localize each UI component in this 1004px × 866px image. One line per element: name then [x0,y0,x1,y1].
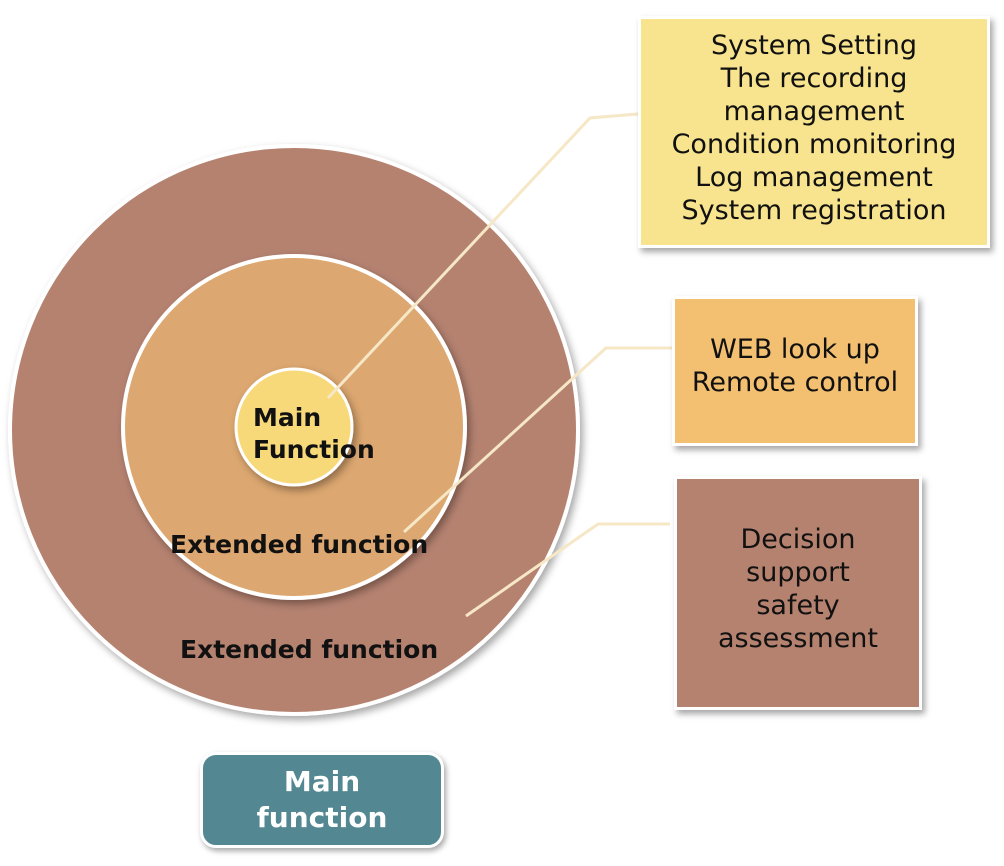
core-circle [234,367,354,487]
callout-item: Log management [695,162,933,193]
callout-item: System registration [681,195,947,226]
main-function-legend-button[interactable]: Main function [200,752,444,848]
callout-item: WEB look up [710,334,880,365]
core-label-line-2: Function [253,435,375,464]
callout-item: assessment [717,623,879,654]
core-connector-line [326,112,639,400]
core-label-line-1: Main [253,403,322,432]
middle-connector-line [402,346,672,534]
callout-item: Decision [740,524,856,555]
callout-item: System Setting [711,30,917,61]
callout-item: management [723,96,905,127]
legend-line: Main [283,765,361,798]
callout-item: support [746,557,850,588]
callout-item: safety [756,590,840,621]
legend-line: function [256,801,388,834]
core-functions-callout: System Setting The recording management … [638,16,990,248]
outer-ring-label: Extended function [180,635,439,664]
outer-functions-callout: Decision support safety assessment [674,476,922,710]
core-label: Main Function [253,402,375,466]
middle-functions-callout: WEB look up Remote control [672,296,918,446]
outer-connector-line [465,522,670,618]
callout-item: Remote control [691,367,899,398]
middle-ring-label: Extended function [170,530,429,559]
callout-item: Condition monitoring [671,129,957,160]
callout-item: The recording [720,63,908,94]
